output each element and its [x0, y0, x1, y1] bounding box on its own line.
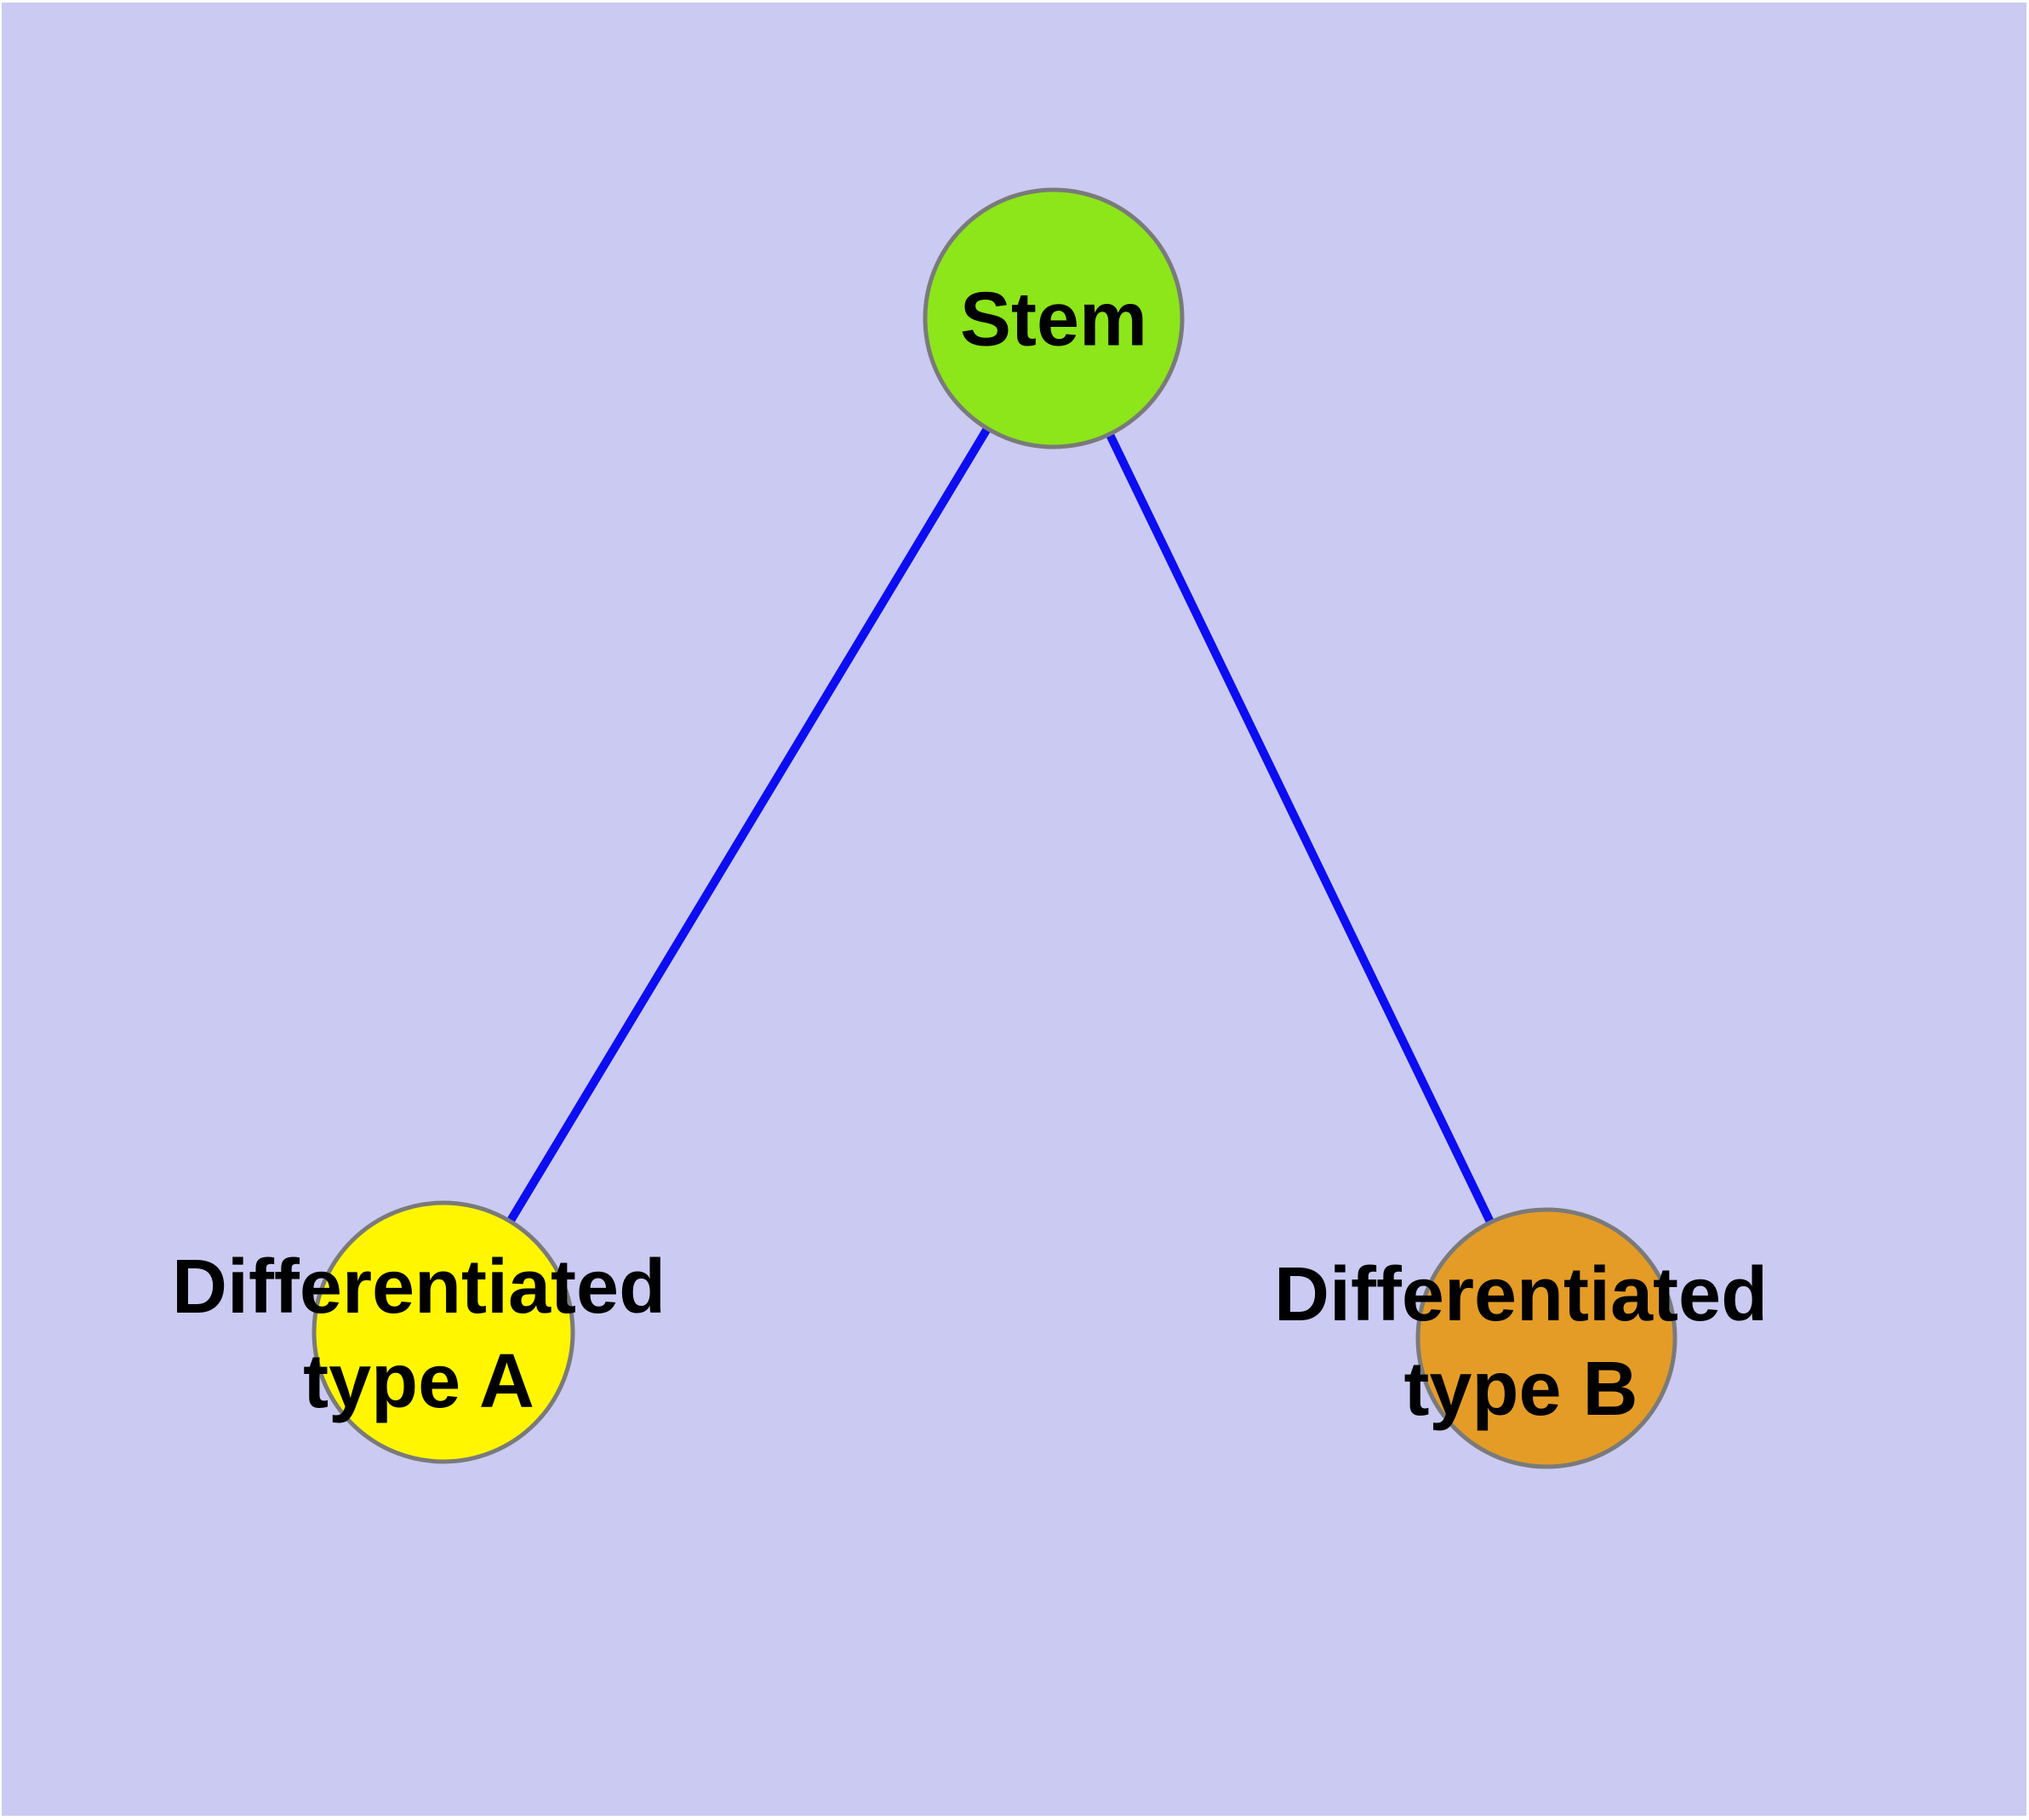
node-label-differentiated-type-a: Differentiated type A	[172, 1240, 666, 1429]
node-circle-stem	[923, 187, 1185, 449]
node-label-differentiated-type-b: Differentiated type B	[1274, 1248, 1768, 1437]
edge-stem-to-type-a	[439, 316, 1058, 1335]
node-label-type-a-line1: Differentiated	[171, 1245, 666, 1330]
edge-stem-to-type-b	[1049, 316, 1551, 1341]
node-label-type-b-line1: Differentiated	[1273, 1252, 1769, 1337]
node-circle-differentiated-type-b	[1415, 1207, 1677, 1469]
node-label-stem-line1: Stem	[959, 277, 1148, 363]
node-label-stem: Stem	[960, 273, 1147, 368]
node-circle-differentiated-type-a	[311, 1200, 575, 1464]
node-label-type-a-line2: type A	[303, 1339, 534, 1424]
node-label-type-b-line2: type B	[1403, 1347, 1638, 1432]
